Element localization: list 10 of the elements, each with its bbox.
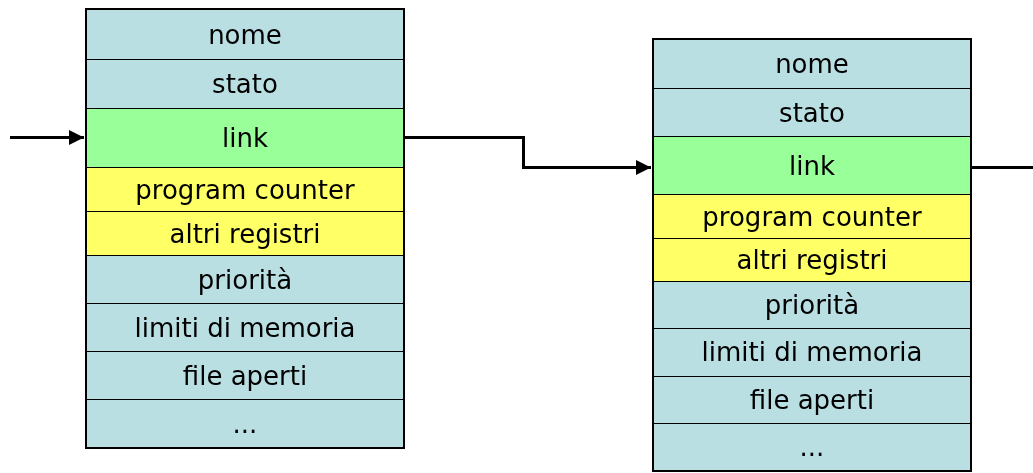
arrow — [10, 130, 84, 145]
record-table — [85, 8, 405, 449]
record-field: link — [87, 108, 403, 167]
arrow — [405, 136, 651, 175]
record-table — [652, 38, 972, 472]
record-field: link — [654, 136, 970, 195]
record-field: program counter — [87, 167, 403, 211]
record-field: program counter — [654, 194, 970, 238]
record-field: altri registri — [654, 237, 970, 282]
record-field: altri registri — [87, 211, 403, 255]
